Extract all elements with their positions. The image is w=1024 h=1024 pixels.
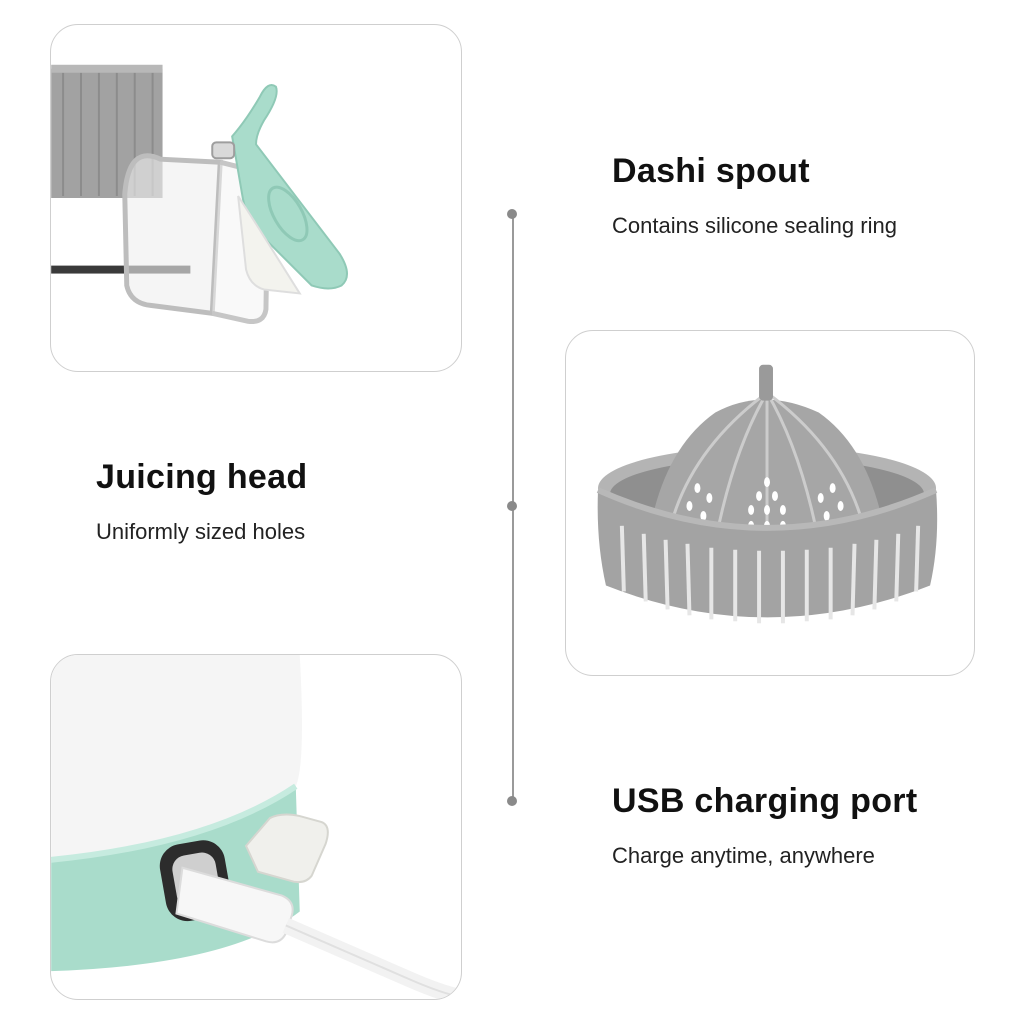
feature-title: USB charging port — [612, 782, 918, 820]
spout-illustration — [51, 64, 348, 325]
timeline-dot — [507, 796, 517, 806]
feature-title: Juicing head — [96, 458, 308, 496]
feature-description: Charge anytime, anywhere — [612, 843, 875, 868]
juicing-head-illustration — [596, 364, 938, 624]
timeline-dot — [507, 209, 517, 219]
usb-port-photo-panel — [50, 654, 462, 1000]
feature-description: Contains silicone sealing ring — [612, 213, 897, 238]
feature-usb-port: USB charging port Charge anytime, anywhe… — [612, 782, 917, 869]
feature-title: Dashi spout — [612, 152, 810, 190]
usb-port-illustration — [51, 655, 461, 999]
spout-photo-panel — [50, 24, 462, 372]
juicing-head-photo-panel — [565, 330, 975, 676]
feature-description: Uniformly sized holes — [96, 519, 306, 544]
feature-spout: Dashi spout Contains silicone sealing ri… — [612, 152, 897, 239]
feature-juicing-head: Juicing head Uniformly sized holes — [96, 458, 307, 545]
timeline-dot — [507, 501, 517, 511]
